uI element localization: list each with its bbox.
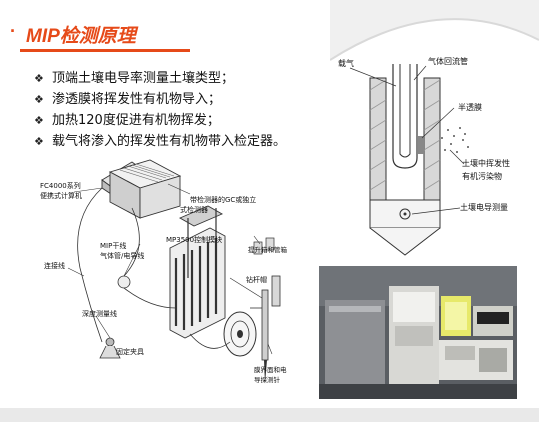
probe-label-conductivity: 土壤电导测量	[460, 202, 508, 212]
probe-label-contaminant-2: 有机污染物	[462, 171, 502, 181]
footer-band	[0, 408, 539, 422]
mip-system-diagram: FC4000系列 便携式计算机 带检测器的GC或独立 式检测器 MP3500控制…	[40, 159, 288, 384]
device-label-clamp: 固定夹具	[116, 347, 144, 356]
device-label-depth: 深度测量线	[82, 309, 117, 318]
diamond-bullet-icon: ❖	[34, 93, 44, 106]
device-label-connector: 连接线	[44, 261, 65, 270]
probe-rod-icon	[253, 237, 281, 384]
cable-reel-icon	[223, 311, 257, 357]
device-label-gc-2: 式检测器	[180, 205, 208, 214]
device-label-mp3500: MP3500控制模块	[166, 235, 222, 244]
device-label-lift: 提升箱和管箱	[248, 245, 288, 254]
control-module-icon	[169, 205, 226, 339]
decorative-arc	[330, 0, 539, 61]
bullet-item: ❖ 顶端土壤电导率测量土壤类型；	[34, 68, 286, 89]
device-label-fc4000-2: 便携式计算机	[40, 191, 82, 200]
device-label-mip-2: 气体管/电导线	[100, 251, 144, 260]
diamond-bullet-icon: ❖	[34, 135, 44, 148]
device-label-probe-2: 导探测针	[254, 375, 281, 384]
device-label-rod: 钻杆帽	[246, 275, 267, 284]
probe-label-carrier-gas: 载气	[338, 58, 354, 68]
equipment-photo	[319, 266, 517, 399]
probe-label-return-pipe: 气体回流管	[428, 56, 468, 66]
bullet-text: 渗透膜将挥发性有机物导入；	[52, 92, 222, 107]
title-underline	[20, 49, 190, 52]
clamp-icon	[99, 275, 131, 359]
probe-label-membrane: 半透膜	[458, 102, 482, 112]
probe-diagram: 载气 气体回流管 半透膜 土壤中挥发性 有机污染物 土壤电导测量	[338, 56, 510, 256]
bullet-text: 加热120度促进有机物挥发；	[52, 113, 220, 128]
bullet-list: ❖ 顶端土壤电导率测量土壤类型； ❖ 渗透膜将挥发性有机物导入； ❖ 加热120度促进…	[34, 68, 286, 152]
bullet-item: ❖ 载气将渗入的挥发性有机物带入检定器。	[34, 131, 286, 152]
probe-label-contaminant-1: 土壤中挥发性	[462, 158, 510, 168]
slide: · MIP检测原理 ❖ 顶端土壤电导率测量土壤类型； ❖ 渗透膜将挥发性有机物导入；…	[8, 0, 539, 399]
bullet-item: ❖ 渗透膜将挥发性有机物导入；	[34, 89, 286, 110]
title-text: MIP检测原理	[26, 26, 136, 47]
page-title: · MIP检测原理	[8, 18, 208, 52]
device-label-fc4000-1: FC4000系列	[40, 181, 81, 190]
device-label-probe-1: 膜界面和电	[254, 365, 287, 374]
device-label-gc-1: 带检测器的GC或独立	[190, 195, 256, 204]
bullet-text: 顶端土壤电导率测量土壤类型；	[52, 71, 235, 86]
bullet-text: 载气将渗入的挥发性有机物带入检定器。	[52, 134, 287, 149]
diamond-bullet-icon: ❖	[34, 72, 44, 85]
title-bullet: ·	[10, 21, 16, 41]
device-label-mip-1: MIP干线	[100, 241, 126, 250]
bullet-item: ❖ 加热120度促进有机物挥发；	[34, 110, 286, 131]
gc-detector-icon	[108, 159, 182, 219]
diamond-bullet-icon: ❖	[34, 114, 44, 127]
